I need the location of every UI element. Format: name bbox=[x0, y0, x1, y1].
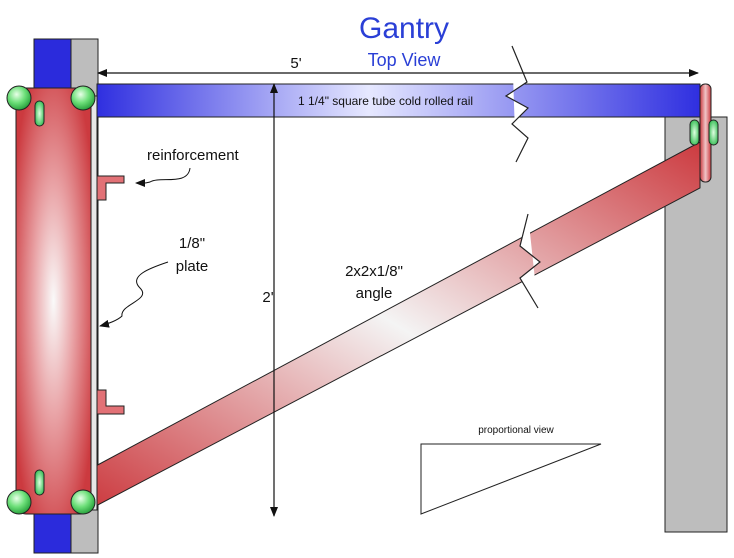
diagonal-angle-brace bbox=[91, 141, 701, 509]
bolt-top-left-outer bbox=[6, 85, 32, 111]
left-red-plate bbox=[15, 87, 92, 515]
rail-label: 1 1/4" square tube cold rolled rail bbox=[298, 94, 473, 108]
slot-bottom-left bbox=[34, 469, 45, 496]
top-blue-rail bbox=[96, 83, 701, 118]
dimension-width-label: 5' bbox=[290, 55, 301, 72]
slot-right-b bbox=[708, 119, 719, 146]
diagram-title: Gantry bbox=[359, 12, 449, 45]
reinforcement-bracket-top bbox=[96, 175, 125, 201]
reinforcement-label: reinforcement bbox=[147, 147, 240, 164]
slot-right-a bbox=[689, 119, 700, 146]
proportional-view-triangle bbox=[420, 443, 602, 515]
break-symbol-angle bbox=[519, 213, 541, 309]
leader-reinforcement bbox=[135, 167, 191, 188]
angle-label-line2: angle bbox=[356, 285, 393, 302]
slot-top-left bbox=[34, 100, 45, 127]
bolt-bottom-left-inner bbox=[70, 489, 96, 515]
plate-label-line1: 1/8" bbox=[179, 235, 205, 252]
bolt-top-left-inner bbox=[70, 85, 96, 111]
plate-label-line2: plate bbox=[176, 258, 209, 275]
proportional-view-label: proportional view bbox=[478, 425, 554, 436]
reinforcement-bracket-bottom bbox=[96, 389, 125, 415]
diagram-subtitle: Top View bbox=[368, 50, 442, 70]
plate-inner-strip bbox=[90, 95, 98, 511]
dimension-height-label: 2' bbox=[262, 289, 273, 306]
angle-label-line1: 2x2x1/8" bbox=[345, 263, 403, 280]
bolt-bottom-left-outer bbox=[6, 489, 32, 515]
leader-plate bbox=[99, 261, 169, 328]
